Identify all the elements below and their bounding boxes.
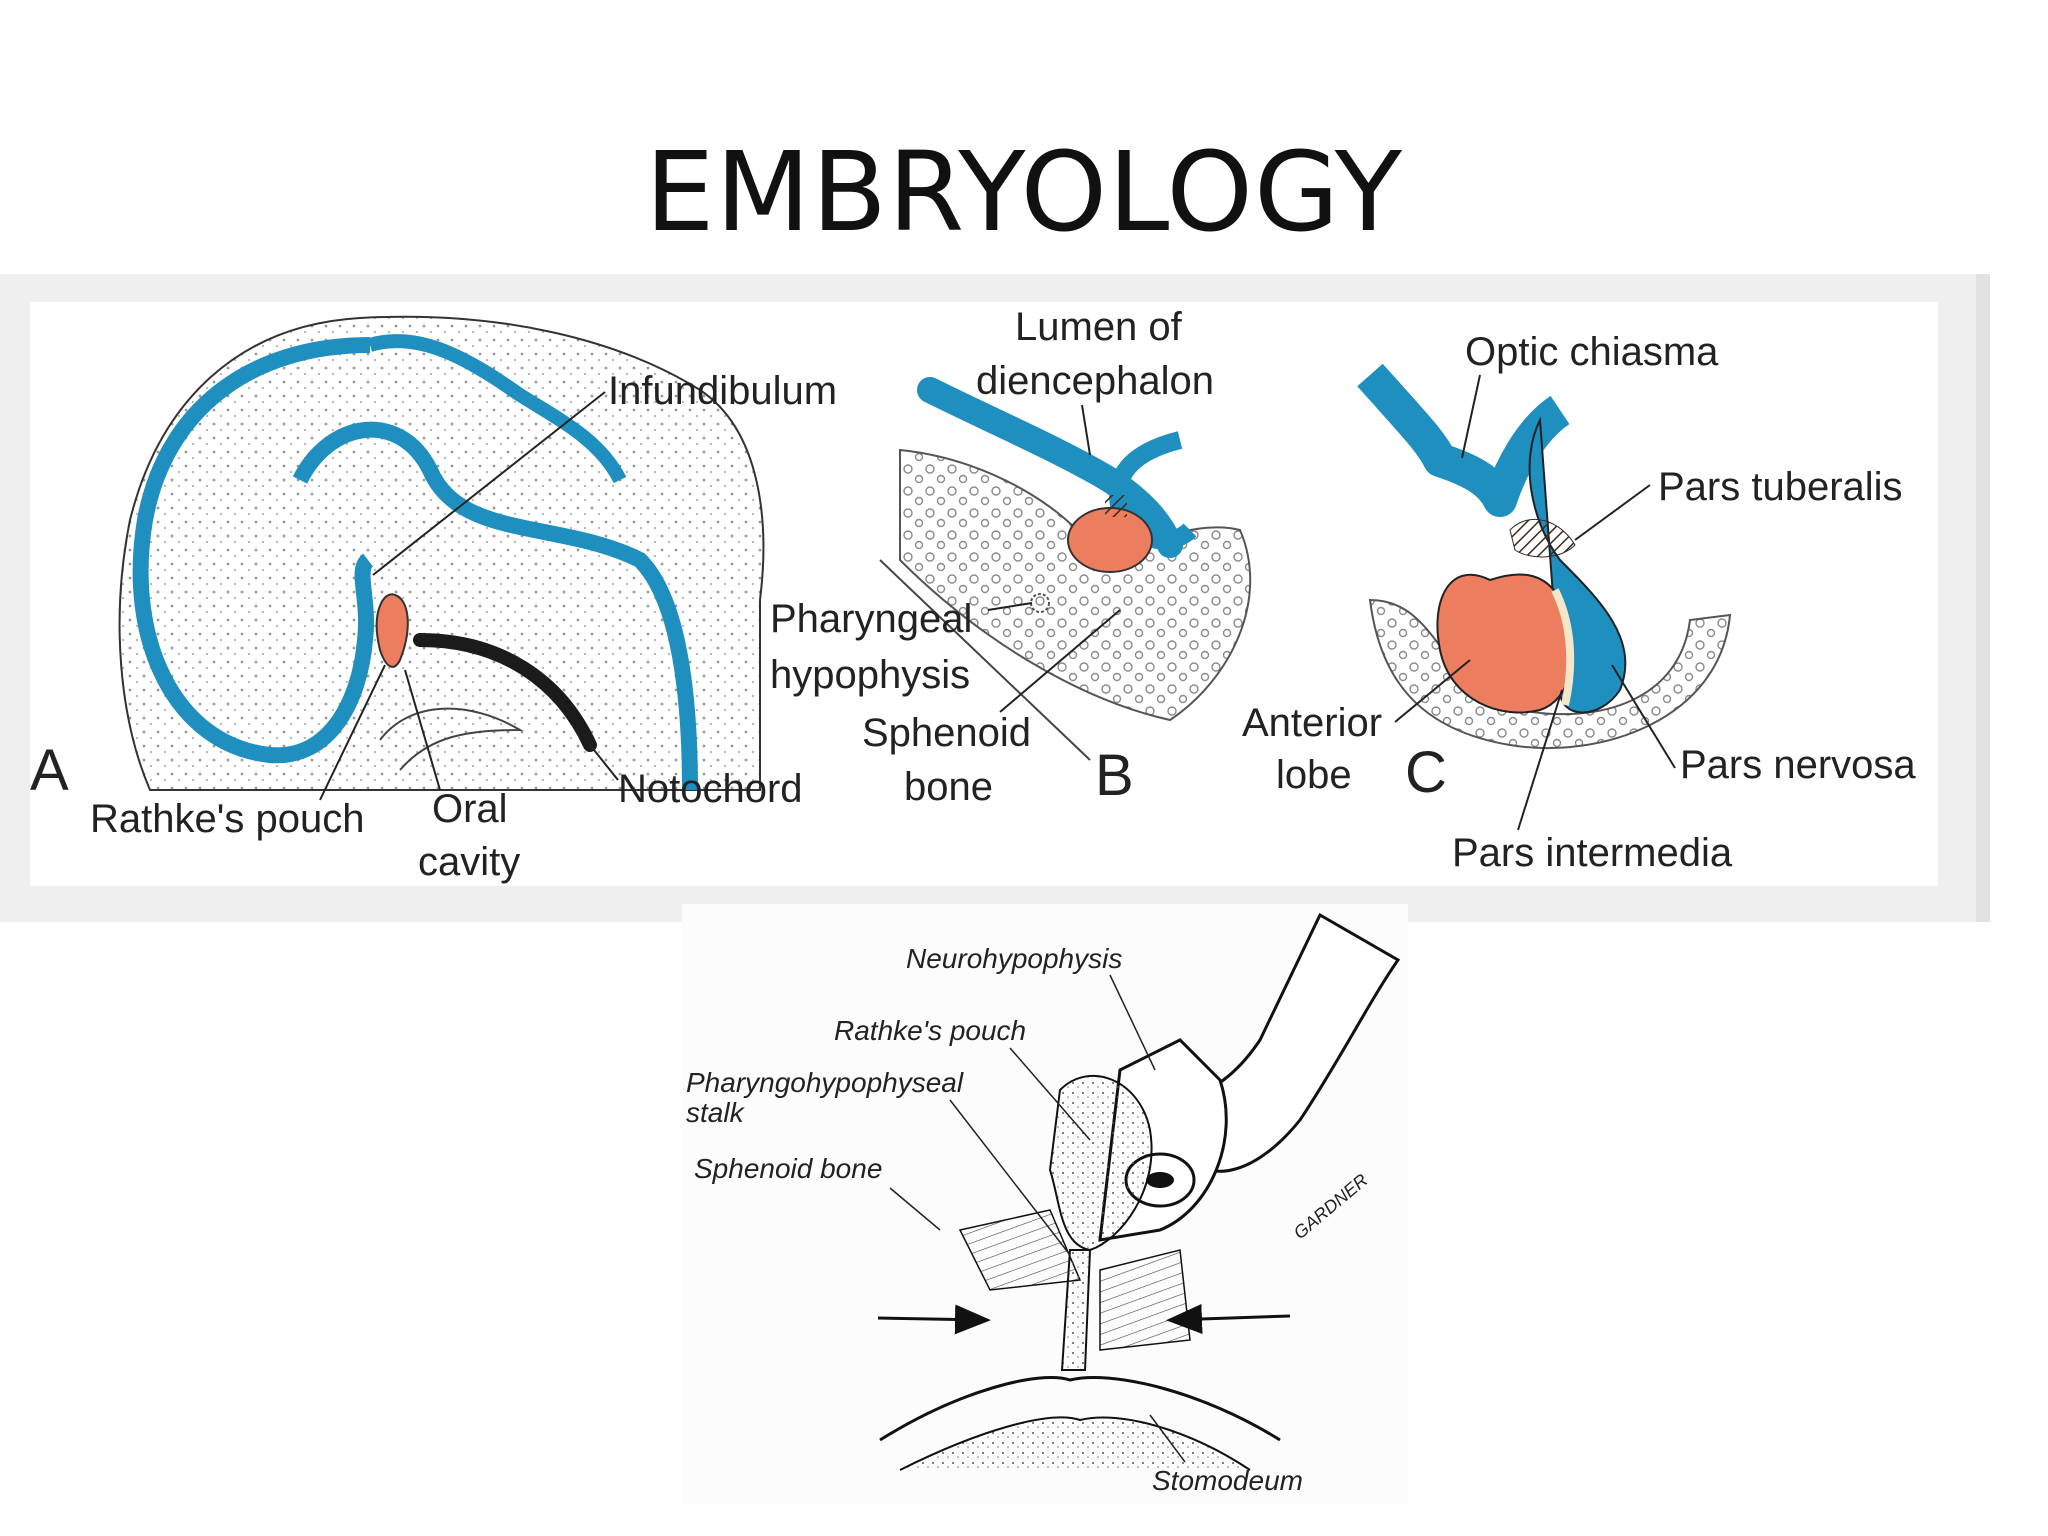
figure-panel-edge [1976,274,1990,922]
leader-neurohypophysis [1109,974,1156,1071]
left-arrow [877,1304,991,1335]
leader-stalk [949,1099,1071,1256]
stomodeum-roof [879,1376,1281,1442]
label-oral: Oral [432,787,508,831]
rathkes-pouch-shape-a [375,593,409,668]
leader-sphenoid-bone [999,609,1121,713]
leader-infundibulum [372,391,606,576]
rathkes-pouch-b [1067,507,1153,573]
pars-tuberalis-b [1105,495,1127,517]
pars-tuberalis-c [1509,518,1576,558]
pharyngeal-hypophysis-node [1030,593,1050,613]
panel-a [118,315,765,791]
label-infundibulum: Infundibulum [608,369,837,413]
bottom-figure-drawing [879,912,1401,1471]
rathkes-pouch-mass [1048,1074,1153,1252]
leader-optic-chiasma [1461,374,1481,459]
label-rathkes-pouch-b: Rathke's pouch [834,1015,1026,1046]
leader-pars-nervosa [1611,664,1676,769]
panel-c-letter: C [1405,740,1447,805]
leader-sphenoid-bone-bottom [889,1187,941,1231]
leader-pars-intermedia [1517,689,1563,831]
diencephalon-floor [917,377,1183,558]
panel-a-letter: A [30,738,69,803]
label-pars-nervosa: Pars nervosa [1680,743,1916,787]
label-neurohypophysis: Neurohypophysis [906,943,1122,974]
label-pharyngeal: Pharyngeal [770,597,972,641]
leader-rathkes-pouch-a [319,664,386,801]
label-stomodeum: Stomodeum [1152,1465,1303,1496]
label-bone: bone [904,765,993,809]
pouch-lumen-inner [1146,1172,1174,1188]
label-sphenoid: Sphenoid [862,711,1031,755]
label-rathkes-pouch-a: Rathke's pouch [90,797,364,841]
label-stalk: stalk [686,1097,746,1128]
pars-nervosa-c [1528,416,1627,714]
label-optic-chiasma: Optic chiasma [1465,330,1719,374]
pharyngeal-line [879,559,1091,761]
leader-anterior-lobe [1394,659,1471,723]
leader-notochord [589,744,619,781]
oral-cavity-contour [379,707,524,771]
label-lumen-of: Lumen of [1015,305,1183,349]
notochord-shape [413,633,597,752]
leader-pharyngeal-hypophysis [987,602,1033,611]
brain-vesicle-wall [132,337,375,764]
label-notochord: Notochord [618,767,803,811]
label-cavity: cavity [418,840,520,884]
right-arrow [1166,1303,1291,1334]
label-sphenoid-bone: Sphenoid bone [694,1153,882,1184]
label-anterior: Anterior [1242,701,1382,745]
embryo-head-outline [118,315,765,791]
pharyngohypophyseal-stalk [1060,1249,1092,1371]
leader-oral-cavity [404,669,441,791]
panel-b [879,377,1252,761]
slide-title: EMBRYOLOGY [645,128,1403,256]
label-diencephalon: diencephalon [976,359,1214,403]
leader-lumen [1081,404,1091,456]
forebrain-wall [367,334,627,484]
leader-stomodeum [1149,1414,1186,1463]
optic-chiasma-shape [1357,363,1571,517]
anterior-lobe-c [1436,573,1573,714]
label-pars-intermedia: Pars intermedia [1452,831,1733,875]
panel-b-letter: B [1095,743,1134,808]
label-hypophysis: hypophysis [770,653,970,697]
label-lobe: lobe [1276,753,1352,797]
midbrain-wall [292,421,698,791]
leader-pars-tuberalis [1574,484,1651,541]
label-pharyngohypophyseal: Pharyngohypophyseal [686,1067,964,1098]
leader-rathkes-pouch-bottom [1009,1047,1091,1141]
label-pars-tuberalis: Pars tuberalis [1658,465,1903,509]
pars-intermedia-c [1551,588,1575,706]
